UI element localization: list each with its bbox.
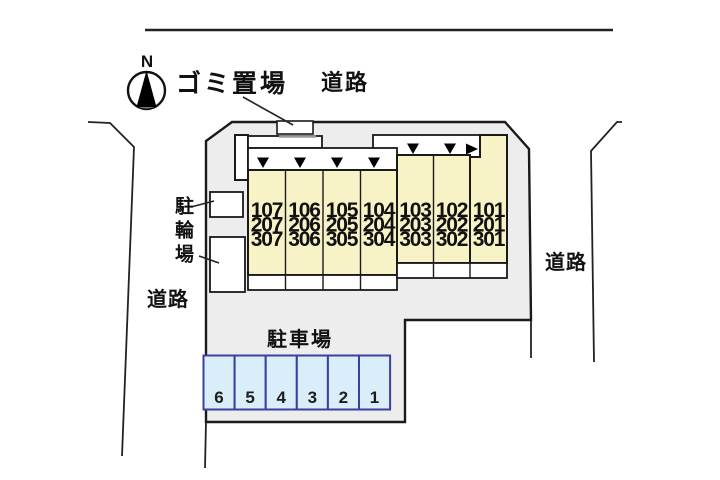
parking-stall [326, 354, 360, 411]
unit-number: 301 [473, 228, 506, 251]
unit-number: 206 [288, 214, 320, 237]
entrance-arrow-icon [257, 157, 269, 168]
unit-number: 203 [399, 214, 431, 237]
parking-stall [264, 354, 298, 411]
stall-number: 1 [370, 388, 379, 407]
stall-number: 3 [308, 388, 317, 407]
parking-area [202, 354, 392, 411]
bicycle-box-upper [209, 191, 244, 218]
stall-number: 5 [245, 388, 254, 407]
bicycle-leader-line-upper [190, 200, 215, 208]
unit-number: 302 [436, 228, 468, 251]
entrance-arrow-icon [294, 157, 306, 168]
unit-number: 306 [288, 228, 320, 251]
bicycle-leader-line-lower [198, 255, 220, 264]
road-label-top: 道路 [321, 70, 369, 95]
parking-stall-numbers: 6 5 4 3 2 1 [214, 388, 379, 407]
stall-number: 6 [214, 388, 223, 407]
road-line-right [590, 121, 622, 363]
unit-number: 305 [326, 228, 359, 251]
unit-number: 105 [326, 199, 359, 222]
unit-number: 307 [251, 228, 283, 251]
north-label: N [141, 52, 153, 71]
stairwell-box [234, 134, 249, 181]
unit-number: 101 [473, 199, 506, 222]
unit-number: 304 [363, 228, 396, 251]
unit-number: 102 [436, 199, 468, 222]
unit-number: 202 [436, 214, 468, 237]
parking-stall [202, 354, 236, 411]
garbage-box [276, 120, 314, 135]
entrance-arrow-icon [331, 157, 343, 168]
unit-number: 107 [251, 199, 283, 222]
entrance-strip-dividers [284, 263, 471, 290]
bicycle-parking-label: 駐輪場 [172, 196, 193, 268]
entrance-arrow-icon [368, 157, 380, 168]
entrance-arrow-icon [444, 143, 456, 154]
road-line-left [87, 121, 135, 457]
unit-number: 303 [399, 228, 431, 251]
bicycle-box-lower [209, 236, 246, 293]
unit-number: 204 [363, 214, 396, 237]
garbage-area-label: ゴミ置場 [176, 69, 288, 98]
entrance-arrow-right-icon [466, 143, 478, 155]
entrance-arrow-icon [407, 143, 419, 154]
unit-number: 103 [399, 199, 431, 222]
garbage-leader-line [242, 96, 294, 126]
entry-walkway-strip [247, 135, 323, 149]
unit-number: 207 [251, 214, 283, 237]
property-line-extension-left [204, 421, 207, 469]
road-label-right: 道路 [545, 250, 587, 274]
road-label-left: 道路 [147, 287, 189, 311]
car-parking-label: 駐車場 [267, 327, 333, 351]
compass-icon [126, 70, 167, 111]
parking-stall [358, 354, 392, 411]
unit-number: 106 [288, 199, 320, 222]
unit-numbers: 107 106 105 104 103 102 101 207 206 205 … [251, 199, 507, 251]
stall-number: 4 [276, 388, 286, 407]
stall-number: 2 [339, 388, 348, 407]
unit-number: 104 [363, 199, 396, 222]
parking-stall [295, 354, 329, 411]
unit-number: 201 [473, 214, 506, 237]
unit-number: 205 [326, 214, 359, 237]
entrance-markers [257, 143, 478, 168]
entrance-strip-right [396, 262, 508, 279]
